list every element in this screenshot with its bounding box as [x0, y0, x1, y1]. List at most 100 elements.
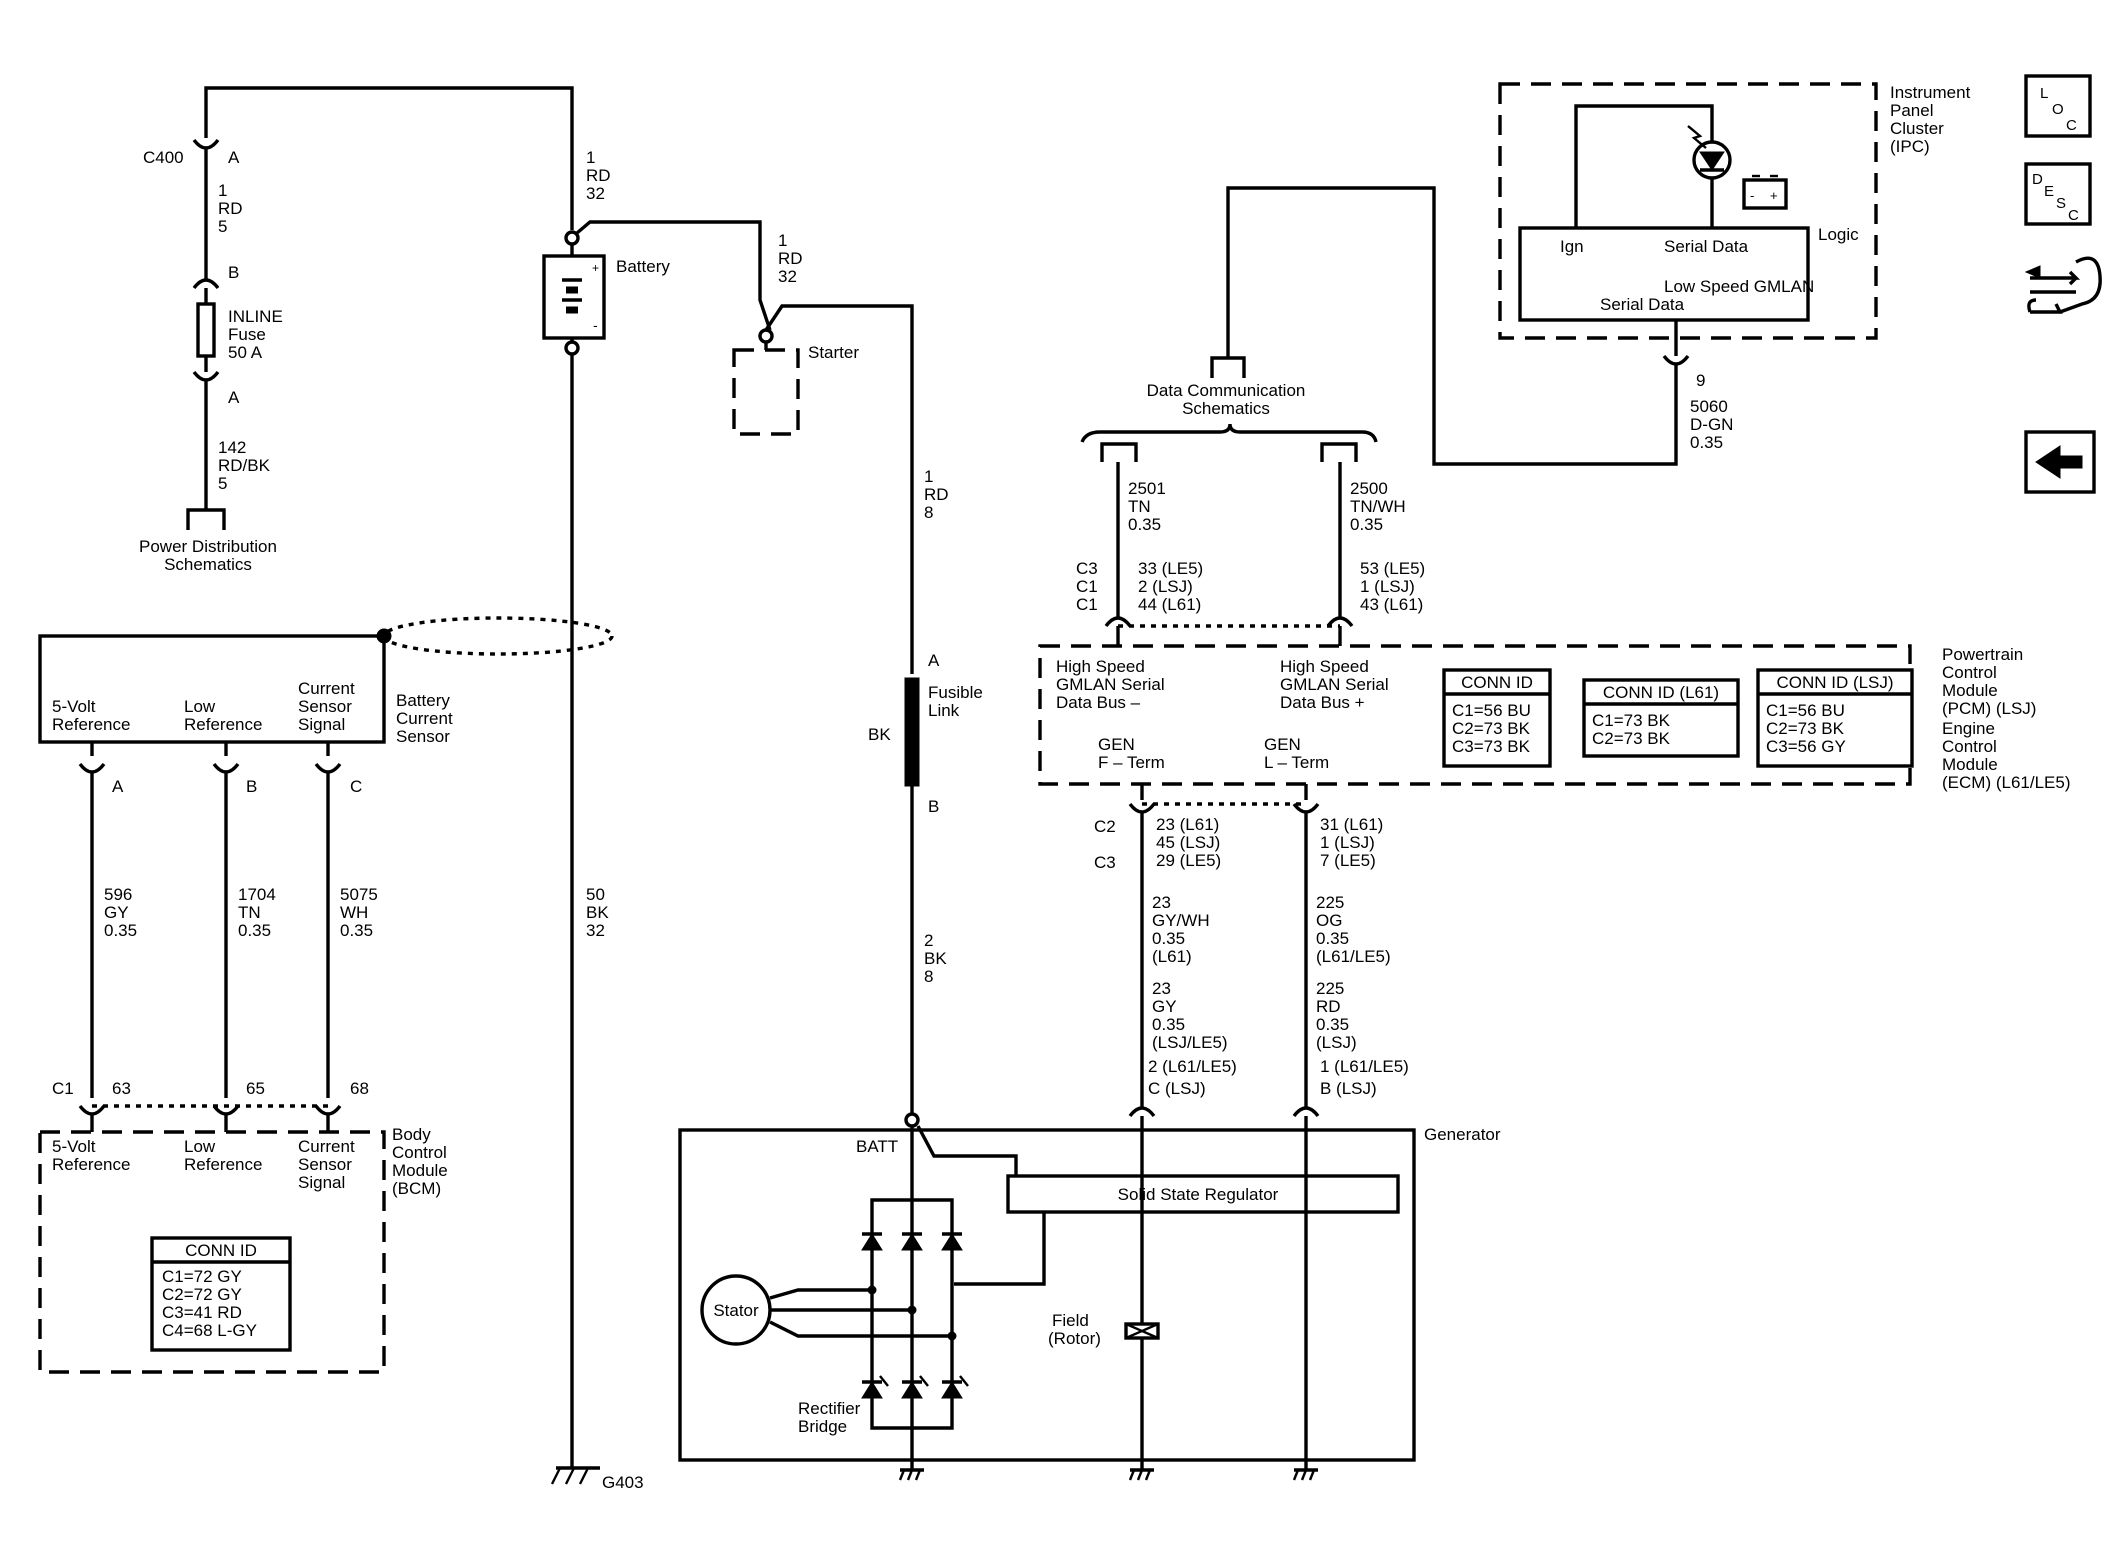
gen-wire-1: 1	[924, 467, 933, 486]
fuse-pin-b: B	[228, 263, 239, 282]
bcm-title-3: Module	[392, 1161, 448, 1180]
battery-wire-2: RD	[586, 166, 611, 185]
field-label-1: Field	[1052, 1311, 1089, 1330]
desc-icon[interactable]: D E S C	[2024, 162, 2092, 226]
ipc-title-4: (IPC)	[1890, 137, 1930, 156]
bcm-pin-68: 68	[350, 1079, 369, 1098]
gen-wire-2: RD	[924, 485, 949, 504]
pcm-title-7: Module	[1942, 755, 1998, 774]
pcm-title-5: Engine	[1942, 719, 1995, 738]
bcm-title-2: Control	[392, 1143, 447, 1162]
bcm-conn-id-row-1: C1=72 GY	[162, 1267, 242, 1286]
f-conn-c2: C2	[1094, 817, 1116, 836]
bcm-title-4: (BCM)	[392, 1179, 441, 1198]
fuse-label-1: INLINE	[228, 307, 283, 326]
pcm-conn-id1-title: CONN ID	[1461, 673, 1533, 692]
f-pin-1: 23 (L61)	[1156, 815, 1219, 834]
ipc-pin: 9	[1696, 371, 1705, 390]
fuse-feed-circuit: C400 A 1 RD 5 B INLINE Fuse 50 A A 142 R…	[139, 86, 574, 574]
generator: Generator BATT Solid State Regulator	[678, 1112, 1501, 1481]
wrench-icon[interactable]	[2024, 256, 2102, 314]
battery-warning-icon	[1742, 178, 1788, 210]
gen-f-term-1: GEN	[1098, 735, 1135, 754]
fuse-top-wire-3: 5	[218, 217, 227, 236]
hs-low-3: Data Bus –	[1056, 693, 1141, 712]
powertrain-control-module: High Speed GMLAN Serial Data Bus – High …	[1038, 644, 2070, 792]
data-comm-link-2[interactable]: Schematics	[1182, 399, 1270, 418]
hs-high-3: Data Bus +	[1280, 693, 1365, 712]
f-wire2-2: GY	[1152, 997, 1177, 1016]
fusible-link-label-2: Link	[928, 701, 960, 720]
l-wire1-3: 0.35	[1316, 929, 1349, 948]
pcm-conn-id1-row-3: C3=73 BK	[1452, 737, 1531, 756]
bcm-conn-id-row-3: C3=41 RD	[162, 1303, 242, 1322]
bcs-wire-c-1: 5075	[340, 885, 378, 904]
ipc-battery-minus: -	[1750, 188, 1754, 203]
can-high-wire-2: TN/WH	[1350, 497, 1406, 516]
pcm-conn-id-table-2: CONN ID (L61) C1=73 BK C2=73 BK	[1582, 678, 1740, 758]
solid-state-regulator	[1006, 1174, 1400, 1214]
c400-pin-a: A	[228, 148, 240, 167]
fusible-link-bk: BK	[868, 725, 891, 744]
bcs-pin-a-label-2: Reference	[52, 715, 130, 734]
pcm-pin-left-2: 2 (LSJ)	[1138, 577, 1193, 596]
bcs-wire-a-2: GY	[104, 903, 129, 922]
l-pin-3: 7 (LE5)	[1320, 851, 1376, 870]
bcs-pin-letter-c: C	[350, 777, 362, 796]
power-distribution-link-1[interactable]: Power Distribution	[139, 537, 277, 556]
back-arrow-icon[interactable]	[2024, 430, 2096, 494]
regulator-label: Solid State Regulator	[1118, 1185, 1279, 1204]
l-wire1-2: OG	[1316, 911, 1342, 930]
generator-label: Generator	[1424, 1125, 1501, 1144]
gen-wire2-3: 8	[924, 967, 933, 986]
bcm-pin-b-label-1: Low	[184, 1137, 216, 1156]
bcs-wire-a-1: 596	[104, 885, 132, 904]
pcm-conn-id2-row-2: C2=73 BK	[1592, 729, 1671, 748]
fusible-link-pin-b: B	[928, 797, 939, 816]
loc-icon-c: C	[2066, 117, 2077, 134]
f-wire2-1: 23	[1152, 979, 1171, 998]
bcs-pin-c-label-2: Sensor	[298, 697, 352, 716]
pcm-title-1: Powertrain	[1942, 645, 2023, 664]
battery-current-sensor: 5-Volt Reference Low Reference Current S…	[38, 616, 614, 1098]
generator-control-wires: C2 C3 23 (L61) 45 (LSJ) 29 (LE5) 31 (L61…	[1094, 784, 1409, 1136]
f-pin-2: 45 (LSJ)	[1156, 833, 1220, 852]
bcs-title-3: Sensor	[396, 727, 450, 746]
bcm-conn-id-title: CONN ID	[185, 1241, 257, 1260]
ipc-wire-3: 0.35	[1690, 433, 1723, 452]
power-distribution-link-2[interactable]: Schematics	[164, 555, 252, 574]
l-pin-1: 31 (L61)	[1320, 815, 1383, 834]
bcs-pin-b-label-2: Reference	[184, 715, 262, 734]
rectifier-label-2: Bridge	[798, 1417, 847, 1436]
pd-wire-3: 5	[218, 474, 227, 493]
l-gen-pin-1: 1 (L61/LE5)	[1320, 1057, 1409, 1076]
ipc-logic: Logic	[1818, 225, 1859, 244]
hs-high-1: High Speed	[1280, 657, 1369, 676]
ground-wire-2: BK	[586, 903, 609, 922]
starter-circuit: 1 RD 32 Starter 1 RD 8 A Fusible Link BK…	[732, 231, 983, 1116]
loc-icon-l: L	[2040, 85, 2048, 102]
f-gen-pin-2: C (LSJ)	[1148, 1079, 1206, 1098]
bcm-title-1: Body	[392, 1125, 431, 1144]
instrument-panel-cluster: - + Instrument Panel Cluster (IPC) Logic…	[1226, 82, 1971, 466]
fusible-link-pin-a: A	[928, 651, 940, 670]
loc-icon[interactable]: L O C	[2024, 74, 2092, 138]
can-high-wire-1: 2500	[1350, 479, 1388, 498]
f-wire1-2: GY/WH	[1152, 911, 1210, 930]
bcs-wire-a-3: 0.35	[104, 921, 137, 940]
can-low-wire-1: 2501	[1128, 479, 1166, 498]
desc-icon-c: C	[2068, 207, 2079, 224]
data-comm-link-1[interactable]: Data Communication	[1147, 381, 1306, 400]
l-wire2-1: 225	[1316, 979, 1344, 998]
bcs-title-2: Current	[396, 709, 453, 728]
pcm-conn-left-2: C1	[1076, 577, 1098, 596]
bcm-pin-c-label-3: Signal	[298, 1173, 345, 1192]
bcs-wire-c-2: WH	[340, 903, 368, 922]
f-wire2-3: 0.35	[1152, 1015, 1185, 1034]
ground-wire-3: 32	[586, 921, 605, 940]
ipc-title-3: Cluster	[1890, 119, 1944, 138]
gen-l-term-1: GEN	[1264, 735, 1301, 754]
pcm-conn-id2-title: CONN ID (L61)	[1603, 683, 1719, 702]
bcm-pin-65: 65	[246, 1079, 265, 1098]
l-wire2-4: (LSJ)	[1316, 1033, 1357, 1052]
